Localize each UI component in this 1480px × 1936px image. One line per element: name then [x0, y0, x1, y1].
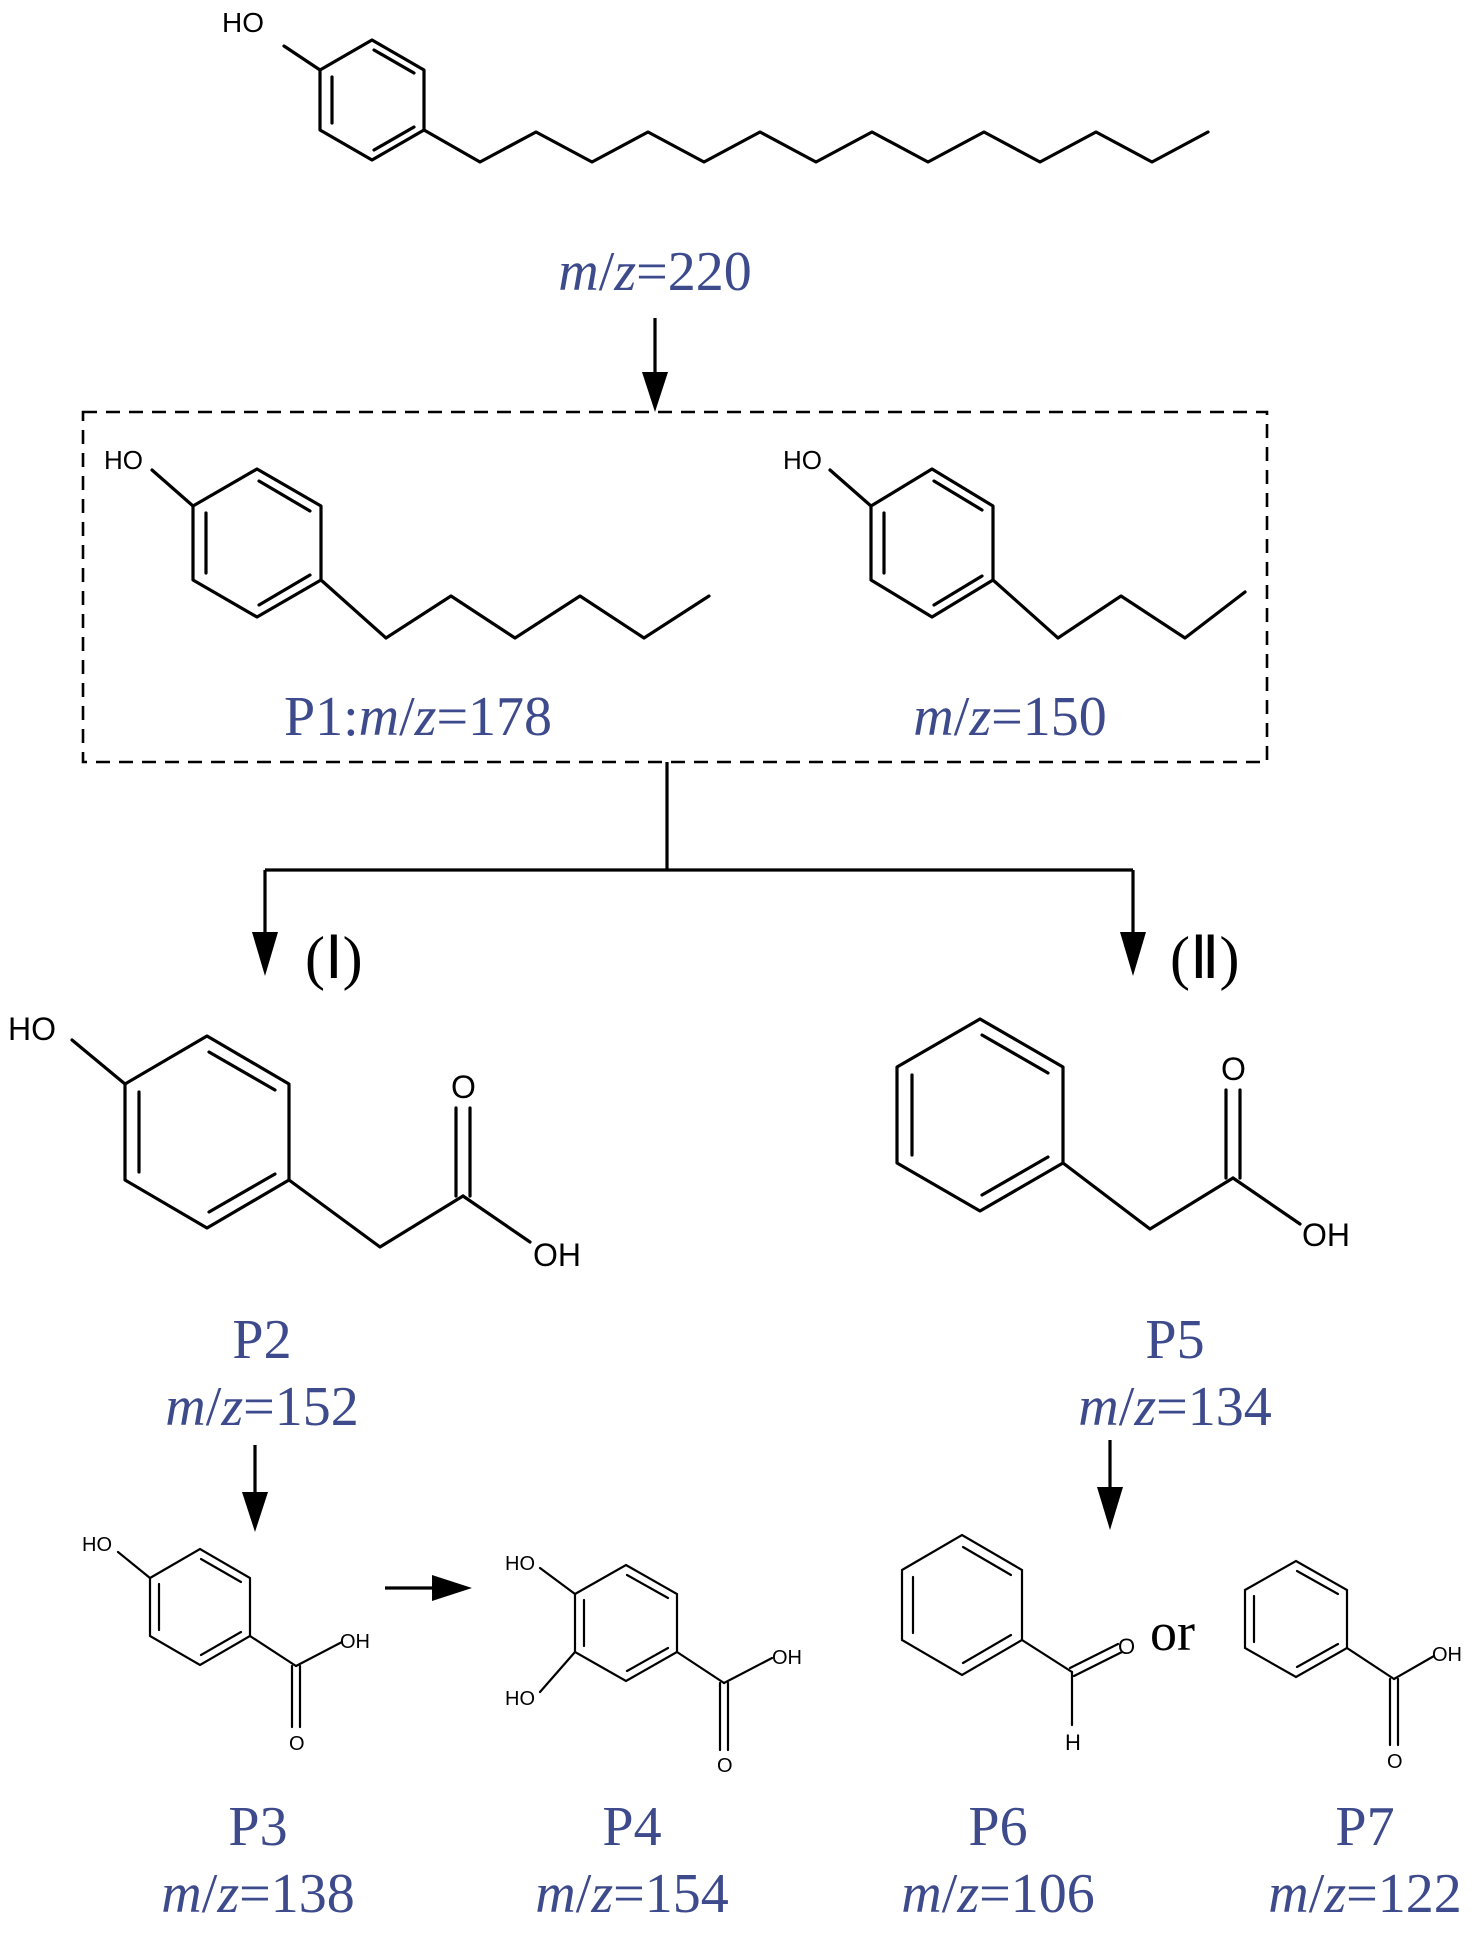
- p7-id-label: P7: [1335, 1796, 1394, 1858]
- p5-id-label: P5: [1145, 1309, 1204, 1371]
- p2-hydroxyl: HO: [8, 1011, 56, 1047]
- p7-carbonyl-oxygen: O: [1387, 1751, 1403, 1773]
- parent-hydroxyl: HO: [222, 7, 264, 38]
- p2-mz-label: m/z=152: [165, 1376, 358, 1438]
- p7-mz-label: m/z=122: [1268, 1863, 1461, 1925]
- p6-aldehyde-hydrogen: H: [1065, 1730, 1081, 1755]
- p4-mz-label: m/z=154: [535, 1863, 728, 1925]
- p5-carbonyl-oxygen: O: [1221, 1051, 1246, 1087]
- p3-acid-hydroxyl: OH: [340, 1631, 370, 1653]
- arrow-parent-to-products: [642, 318, 668, 412]
- p4-carbonyl-oxygen: O: [717, 1755, 733, 1777]
- p4-structure: HO HO OH O: [505, 1553, 802, 1777]
- pathway-1-label: (Ⅰ): [305, 925, 363, 991]
- p4-hydroxyl-top: HO: [505, 1553, 535, 1575]
- arrow-p3-to-p4: [385, 1575, 472, 1601]
- p1-structure: HO: [104, 445, 711, 640]
- p2-id-label: P2: [232, 1309, 291, 1371]
- arrow-p2-to-p3: [242, 1445, 268, 1532]
- arrow-p5-to-p6-p7: [1097, 1440, 1123, 1530]
- c150-structure: HO: [783, 445, 1247, 640]
- branch-connector: [252, 762, 1146, 976]
- pathway-2-label: (Ⅱ): [1170, 925, 1240, 991]
- p5-structure: O OH: [895, 1017, 1350, 1253]
- p2-acid-hydroxyl: OH: [533, 1237, 581, 1273]
- p7-structure: OH O: [1243, 1559, 1462, 1773]
- p4-hydroxyl-bottom: HO: [505, 1688, 535, 1710]
- c150-hydroxyl: HO: [783, 445, 822, 475]
- p2-structure: HO O OH: [8, 1011, 581, 1273]
- p3-carbonyl-oxygen: O: [289, 1733, 305, 1755]
- p3-structure: HO OH O: [82, 1534, 370, 1755]
- p2-carbonyl-oxygen: O: [451, 1069, 476, 1105]
- p3-mz-label: m/z=138: [161, 1863, 354, 1925]
- p4-id-label: P4: [602, 1796, 661, 1858]
- parent-structure: HO: [222, 7, 1210, 164]
- p5-mz-label: m/z=134: [1078, 1376, 1271, 1438]
- p6-structure: O H: [900, 1533, 1135, 1755]
- intermediate-box: [81, 410, 1269, 764]
- p6-mz-label: m/z=106: [901, 1863, 1094, 1925]
- p7-acid-hydroxyl: OH: [1432, 1644, 1462, 1666]
- p3-id-label: P3: [228, 1796, 287, 1858]
- p1-hydroxyl: HO: [104, 445, 143, 475]
- parent-mz-label: m/z=220: [558, 241, 751, 303]
- p6-id-label: P6: [968, 1796, 1027, 1858]
- or-connector: or: [1150, 1602, 1195, 1662]
- p5-acid-hydroxyl: OH: [1302, 1217, 1350, 1253]
- p1-mz-label: P1:m/z=178: [284, 686, 552, 748]
- p4-acid-hydroxyl: OH: [772, 1647, 802, 1669]
- p3-hydroxyl: HO: [82, 1534, 112, 1556]
- p6-carbonyl-oxygen: O: [1118, 1634, 1135, 1659]
- c150-mz-label: m/z=150: [913, 686, 1106, 748]
